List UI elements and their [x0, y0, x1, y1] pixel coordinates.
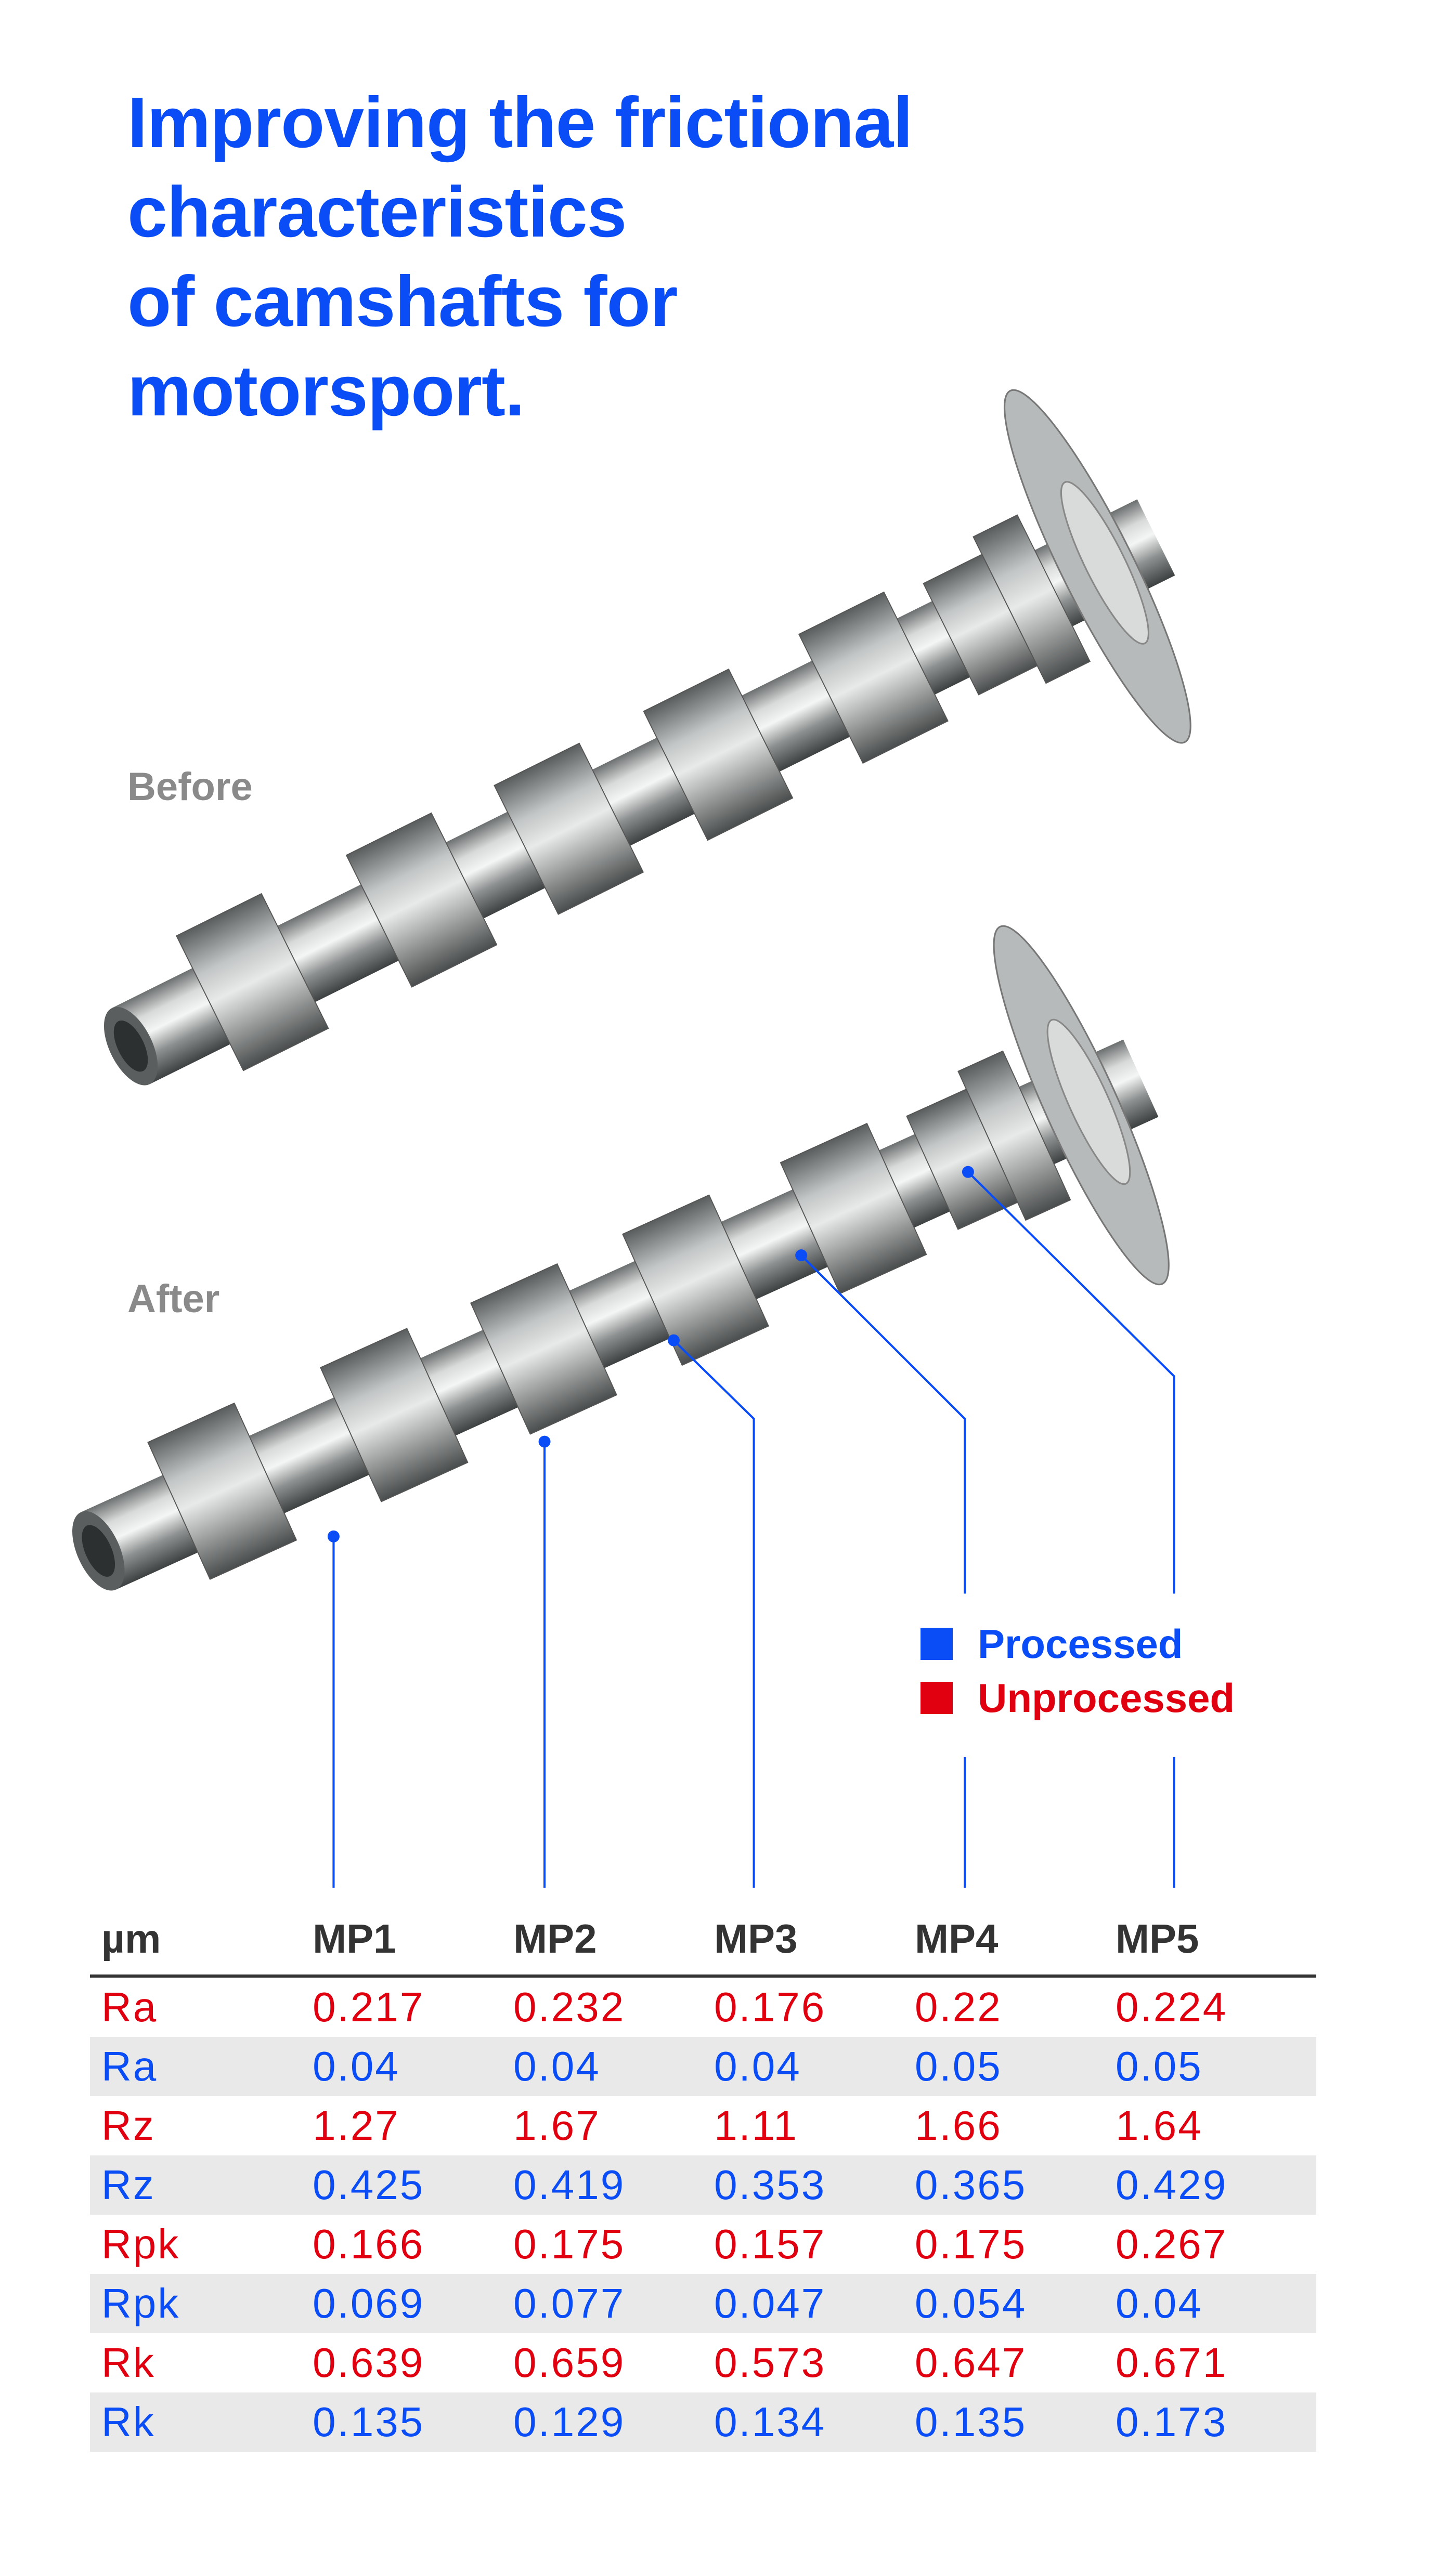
table-cell: 0.173 [1116, 2399, 1228, 2445]
table-cell: 0.05 [1116, 2043, 1203, 2089]
table-cell: 0.04 [313, 2043, 400, 2089]
table-cell: 0.04 [714, 2043, 801, 2089]
table-row: Rk 0.639 0.659 0.573 0.647 0.671 [90, 2333, 1316, 2392]
table-row: Ra 0.04 0.04 0.04 0.05 0.05 [90, 2037, 1316, 2096]
table-cell: 0.166 [313, 2221, 425, 2267]
table-cell: 1.27 [313, 2102, 400, 2149]
table-cell: 0.419 [513, 2162, 626, 2208]
legend-label: Unprocessed [978, 1675, 1235, 1721]
row-label: Rz [101, 2162, 155, 2208]
column-header: MP2 [513, 1915, 597, 1962]
table-cell: 1.66 [915, 2102, 1002, 2149]
table-cell: 0.135 [313, 2399, 425, 2445]
table-cell: 0.05 [915, 2043, 1002, 2089]
row-label: Rpk [101, 2280, 180, 2326]
title-line: of camshafts for [127, 261, 678, 342]
column-header: MP5 [1116, 1915, 1199, 1962]
table-cell: 0.659 [513, 2339, 626, 2386]
table-cell: 0.671 [1116, 2339, 1228, 2386]
unit-header: µm [101, 1915, 161, 1962]
table-cell: 0.157 [714, 2221, 826, 2267]
table-cell: 0.069 [313, 2280, 425, 2326]
table-row: Rz 0.425 0.419 0.353 0.365 0.429 [90, 2155, 1316, 2215]
roughness-table: µm MP1 MP2 MP3 MP4 MP5 Ra 0.217 0.232 0.176… [90, 1903, 1316, 2452]
page-title: Improving the frictional characteristics… [127, 78, 913, 436]
table-cell: 0.077 [513, 2280, 626, 2326]
unprocessed-swatch [921, 1682, 953, 1714]
table-cell: 0.135 [915, 2399, 1027, 2445]
table-row: Rpk 0.069 0.077 0.047 0.054 0.04 [90, 2274, 1316, 2333]
legend-processed: Processed [921, 1617, 1235, 1671]
table-row: Rpk 0.166 0.175 0.157 0.175 0.267 [90, 2215, 1316, 2274]
table-cell: 0.232 [513, 1984, 626, 2030]
table-cell: 0.365 [915, 2162, 1027, 2208]
title-line: Improving the frictional [127, 83, 913, 163]
table-cell: 0.217 [313, 1984, 425, 2030]
table-cell: 0.22 [915, 1984, 1002, 2030]
table-cell: 0.425 [313, 2162, 425, 2208]
legend-unprocessed: Unprocessed [921, 1671, 1235, 1725]
row-label: Rk [101, 2399, 155, 2445]
row-label: Ra [101, 1984, 158, 2030]
table-cell: 0.175 [513, 2221, 626, 2267]
table-row: Rk 0.135 0.129 0.134 0.135 0.173 [90, 2392, 1316, 2452]
column-header: MP1 [313, 1915, 396, 1962]
table-cell: 0.573 [714, 2339, 826, 2386]
table-cell: 0.647 [915, 2339, 1027, 2386]
table-cell: 0.224 [1116, 1984, 1228, 2030]
table-cell: 0.054 [915, 2280, 1027, 2326]
table-cell: 1.64 [1116, 2102, 1203, 2149]
table-cell: 0.047 [714, 2280, 826, 2326]
table-cell: 1.11 [714, 2102, 798, 2149]
table-cell: 0.04 [1116, 2280, 1203, 2326]
table-cell: 0.134 [714, 2399, 826, 2445]
row-label: Ra [101, 2043, 158, 2089]
column-header: MP3 [714, 1915, 798, 1962]
title-line: motorsport. [127, 351, 525, 431]
table-cell: 0.429 [1116, 2162, 1228, 2208]
table-cell: 0.267 [1116, 2221, 1228, 2267]
table-cell: 0.639 [313, 2339, 425, 2386]
row-label: Rpk [101, 2221, 180, 2267]
row-label: Rk [101, 2339, 155, 2386]
legend: Processed Unprocessed [921, 1617, 1235, 1725]
row-label: Rz [101, 2102, 155, 2149]
table-cell: 0.129 [513, 2399, 626, 2445]
leader-lines [327, 1166, 1175, 1888]
column-header: MP4 [915, 1915, 999, 1962]
table-cell: 1.67 [513, 2102, 601, 2149]
table-header: µm MP1 MP2 MP3 MP4 MP5 [90, 1903, 1316, 1978]
table-cell: 0.04 [513, 2043, 601, 2089]
processed-swatch [921, 1628, 953, 1660]
after-label: After [127, 1277, 220, 1321]
table-row: Ra 0.217 0.232 0.176 0.22 0.224 [90, 1978, 1316, 2037]
legend-label: Processed [978, 1620, 1183, 1667]
table-cell: 0.175 [915, 2221, 1027, 2267]
title-line: characteristics [127, 172, 627, 252]
table-row: Rz 1.27 1.67 1.11 1.66 1.64 [90, 2096, 1316, 2155]
camshaft-before [103, 389, 1191, 1086]
table-cell: 0.176 [714, 1984, 826, 2030]
before-label: Before [127, 765, 253, 809]
table-cell: 0.353 [714, 2162, 826, 2208]
